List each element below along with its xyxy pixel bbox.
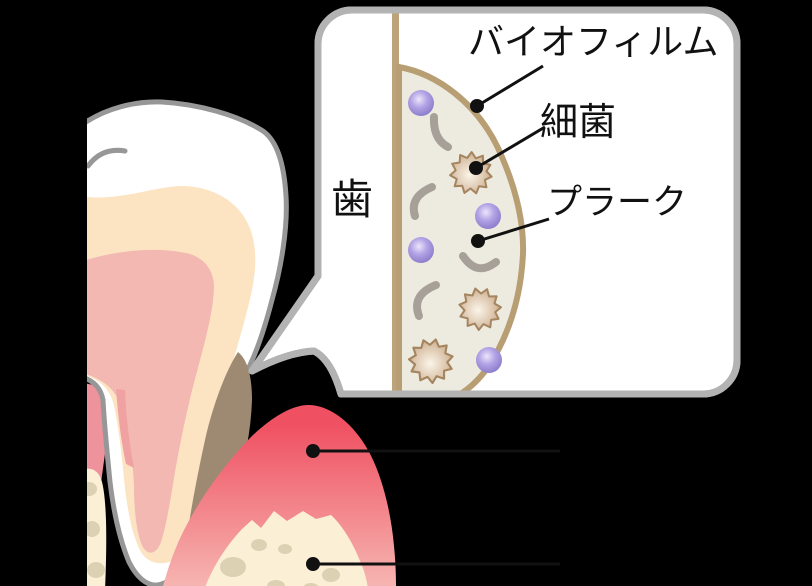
tooth-label: 歯 <box>331 175 374 224</box>
biofilm-label: バイオフィルム <box>468 22 719 63</box>
bubble-contents <box>392 10 527 394</box>
tooth-surface-stripe <box>392 10 399 394</box>
coccus-bacteria <box>408 90 502 373</box>
bone-left-spots <box>87 482 105 578</box>
bacteria-pointer-dot <box>469 161 483 175</box>
rod-bacterium-3 <box>459 252 500 273</box>
coccus-4 <box>476 347 502 373</box>
gingival-margin-stripe <box>116 389 134 468</box>
rod-bacterium-1 <box>429 113 452 151</box>
bone-pointer-dot <box>306 557 320 571</box>
bacteria-rods <box>409 113 500 320</box>
bacteria-pointer-line <box>475 125 546 170</box>
label-pointers <box>469 64 550 248</box>
coccus-3 <box>408 237 434 263</box>
rod-bacterium-2 <box>409 183 436 220</box>
gum-pointer <box>306 444 560 458</box>
bone-ridge-spots <box>220 539 340 586</box>
tooth-cross-section <box>87 99 396 586</box>
plaque-pointer-line <box>477 217 550 243</box>
rod-bacterium-4 <box>413 281 440 320</box>
biofilm-pointer-dot <box>470 99 484 113</box>
coccus-2 <box>475 203 501 229</box>
plaque-pointer-dot <box>471 234 485 248</box>
coccus-1 <box>408 90 434 116</box>
bone-pointer <box>306 557 560 571</box>
bacteria-label: 細菌 <box>540 100 617 144</box>
gum-pointer-dot <box>306 444 320 458</box>
pulp-layer <box>87 249 214 553</box>
plaque-label: プラーク <box>547 183 688 223</box>
crown-highlight-arc <box>87 147 128 169</box>
biofilm-pointer-line <box>476 64 544 108</box>
